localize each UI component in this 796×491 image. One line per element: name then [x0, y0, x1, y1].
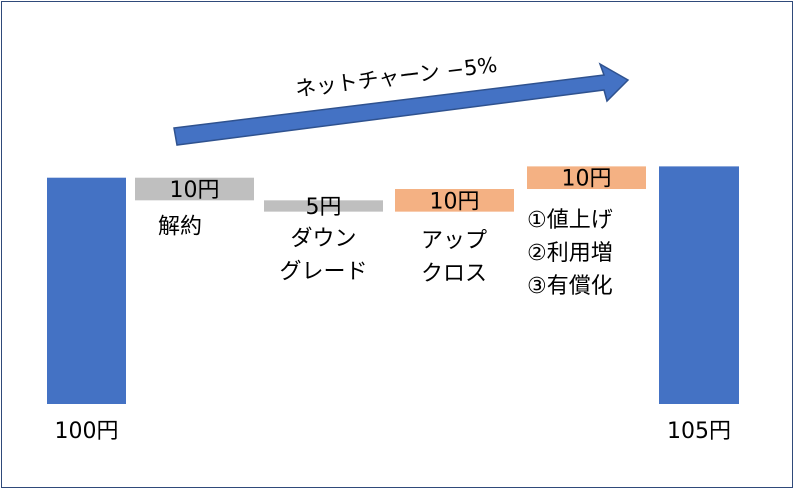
- category-label-2-1: 解約: [158, 214, 202, 239]
- category-label-5-2: ②利用増: [527, 241, 613, 266]
- value-label-2: 10円: [170, 178, 220, 203]
- bar-4: [395, 189, 514, 212]
- bar-1: [47, 177, 126, 404]
- value-label-5: 10円: [562, 167, 612, 192]
- category-label-4-1: アップ: [421, 229, 487, 254]
- bar-2: [135, 177, 254, 201]
- bar-6: [659, 166, 739, 404]
- category-label-3-2: グレード: [279, 260, 367, 285]
- category-label-4-2: クロス: [421, 262, 487, 287]
- value-label-1: 100円: [55, 419, 119, 444]
- net-churn-arrow: [173, 62, 630, 146]
- value-label-4: 10円: [430, 189, 480, 214]
- category-label-3-1: ダウン: [290, 227, 356, 252]
- category-label-5-3: ③有償化: [527, 274, 613, 299]
- category-label-5-1: ①値上げ: [527, 208, 613, 233]
- value-label-6: 105円: [667, 419, 731, 444]
- value-label-3: 5円: [306, 195, 342, 220]
- bar-5: [527, 166, 646, 190]
- bar-3: [264, 200, 383, 212]
